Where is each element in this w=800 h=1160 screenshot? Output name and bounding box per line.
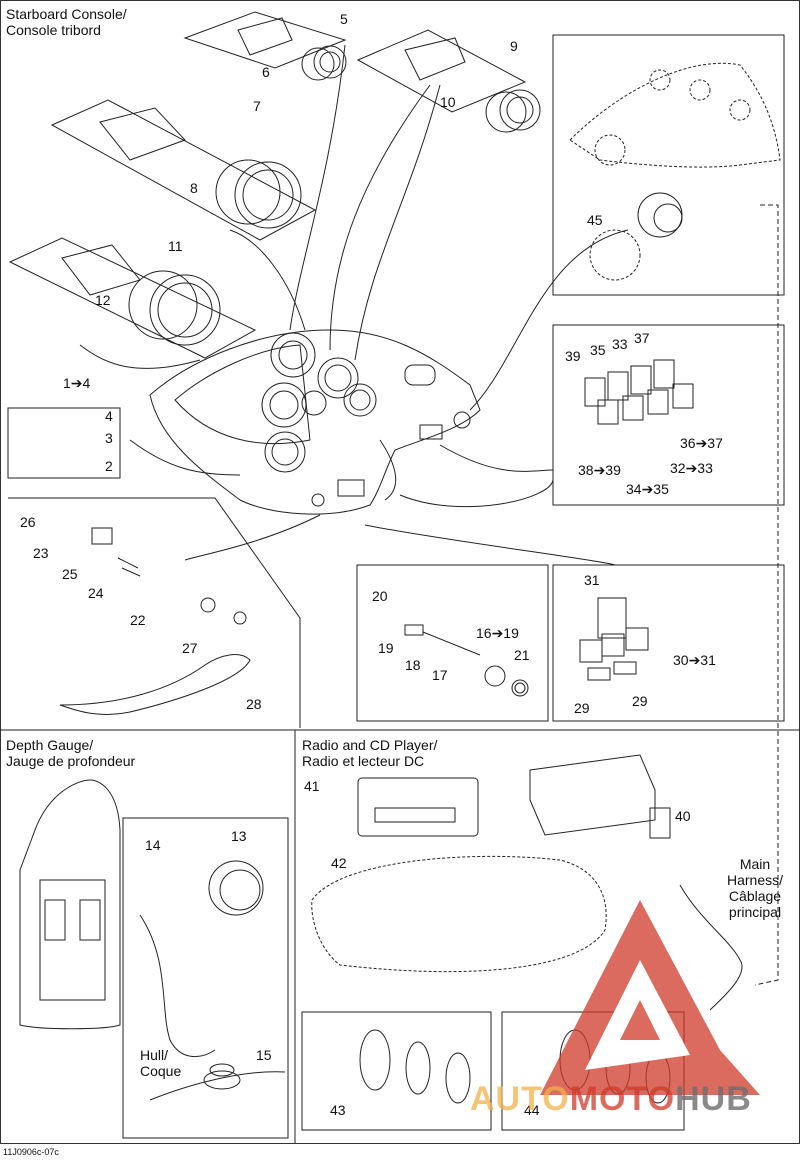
panel-gauge-9 bbox=[356, 29, 527, 113]
harness-drawing bbox=[59, 527, 251, 715]
drawing-code: 11J0906c-07c bbox=[3, 1147, 59, 1157]
section-title-starboard: Starboard Console/ Console tribord bbox=[6, 6, 127, 38]
boat-radio-layout bbox=[311, 855, 607, 973]
gauge-11-drawing bbox=[61, 244, 221, 346]
console-body bbox=[149, 329, 481, 515]
callout-9: 9 bbox=[510, 38, 518, 54]
callout-3: 3 bbox=[105, 430, 113, 446]
callout-21: 21 bbox=[514, 647, 530, 663]
callout-35: 35 bbox=[590, 342, 606, 358]
gauge-7-drawing bbox=[99, 107, 302, 229]
horn-switch-drawing bbox=[404, 624, 529, 697]
callout-11: 11 bbox=[168, 238, 183, 254]
gauge-45-drawing bbox=[589, 192, 683, 281]
radio-drawing bbox=[357, 754, 671, 839]
box-switches bbox=[552, 324, 785, 506]
callout-2: 2 bbox=[105, 458, 113, 474]
box-speaker-left bbox=[301, 1011, 492, 1131]
callout-16-19: 16➔19 bbox=[476, 625, 519, 641]
callout-42: 42 bbox=[331, 855, 347, 871]
callout-13: 13 bbox=[231, 828, 247, 844]
watermark-auto: AUTO bbox=[470, 1080, 570, 1118]
callout-29-left: 29 bbox=[574, 700, 590, 716]
panel-gauge-5 bbox=[183, 11, 347, 69]
callout-33: 33 bbox=[612, 336, 628, 352]
dash-panel-drawing bbox=[569, 62, 781, 168]
box-depth-detail bbox=[122, 817, 289, 1139]
switch-drawing bbox=[584, 359, 694, 425]
callout-10: 10 bbox=[440, 94, 456, 110]
callout-37: 37 bbox=[634, 330, 650, 346]
callout-7: 7 bbox=[253, 98, 261, 114]
callout-28: 28 bbox=[246, 696, 262, 712]
callout-24: 24 bbox=[88, 585, 104, 601]
callout-4: 4 bbox=[105, 408, 113, 424]
callout-43: 43 bbox=[330, 1102, 346, 1118]
main-harness-label: Main Harness/ Câblage principal bbox=[726, 856, 784, 920]
callout-38-39: 38➔39 bbox=[578, 462, 621, 478]
callout-25: 25 bbox=[62, 566, 78, 582]
callout-23: 23 bbox=[33, 545, 49, 561]
callout-41: 41 bbox=[304, 778, 320, 794]
callout-6: 6 bbox=[262, 64, 270, 80]
depth-sensor-drawing bbox=[139, 860, 286, 1101]
hull-label: Hull/ Coque bbox=[140, 1047, 182, 1079]
callout-20: 20 bbox=[372, 588, 388, 604]
callout-1-4: 1➔4 bbox=[63, 375, 91, 391]
box-grab-cover bbox=[7, 407, 121, 479]
gauge-5-drawing bbox=[237, 17, 347, 81]
section-title-radio: Radio and CD Player/ Radio et lecteur DC bbox=[302, 737, 438, 769]
section-title-depth: Depth Gauge/ Jauge de profondeur bbox=[6, 737, 136, 769]
box-horn-switch bbox=[356, 564, 549, 722]
callout-22: 22 bbox=[130, 612, 146, 628]
panel-gauge-11 bbox=[8, 237, 257, 359]
callout-5: 5 bbox=[340, 11, 348, 27]
callout-45: 45 bbox=[587, 212, 603, 228]
callout-26: 26 bbox=[20, 514, 36, 530]
speaker-left-drawing bbox=[359, 1029, 471, 1104]
callout-29-right: 29 bbox=[632, 693, 648, 709]
switch-lower-drawing bbox=[579, 597, 649, 681]
callout-40: 40 bbox=[675, 808, 691, 824]
boat-top-view bbox=[19, 779, 121, 1030]
watermark-text: AUTOMOTOHUB bbox=[470, 1080, 752, 1119]
callout-34-35: 34➔35 bbox=[626, 481, 669, 497]
callout-32-33: 32➔33 bbox=[670, 460, 713, 476]
gauge-9-drawing bbox=[404, 37, 541, 133]
leader-lines bbox=[79, 44, 629, 566]
panel-harness bbox=[8, 497, 301, 728]
watermark-moto: MOTO bbox=[569, 1080, 676, 1118]
watermark-hub: HUB bbox=[675, 1080, 752, 1118]
callout-31: 31 bbox=[584, 572, 600, 588]
callout-27: 27 bbox=[182, 640, 198, 656]
box-dash-panel bbox=[552, 34, 785, 296]
callout-19: 19 bbox=[378, 640, 394, 656]
callout-18: 18 bbox=[405, 657, 421, 673]
callout-12: 12 bbox=[95, 292, 111, 308]
box-switches-lower bbox=[552, 564, 785, 722]
watermark-logo bbox=[540, 900, 760, 1095]
callout-8: 8 bbox=[190, 180, 198, 196]
callout-36-37: 36➔37 bbox=[680, 435, 723, 451]
main-harness-drawing bbox=[679, 204, 779, 1011]
callout-14: 14 bbox=[145, 837, 161, 853]
callout-17: 17 bbox=[432, 667, 448, 683]
callout-15: 15 bbox=[256, 1047, 272, 1063]
callout-44: 44 bbox=[524, 1102, 540, 1118]
panel-gauge-7 bbox=[50, 99, 317, 241]
callout-39: 39 bbox=[565, 348, 581, 364]
callout-30-31: 30➔31 bbox=[673, 652, 716, 668]
